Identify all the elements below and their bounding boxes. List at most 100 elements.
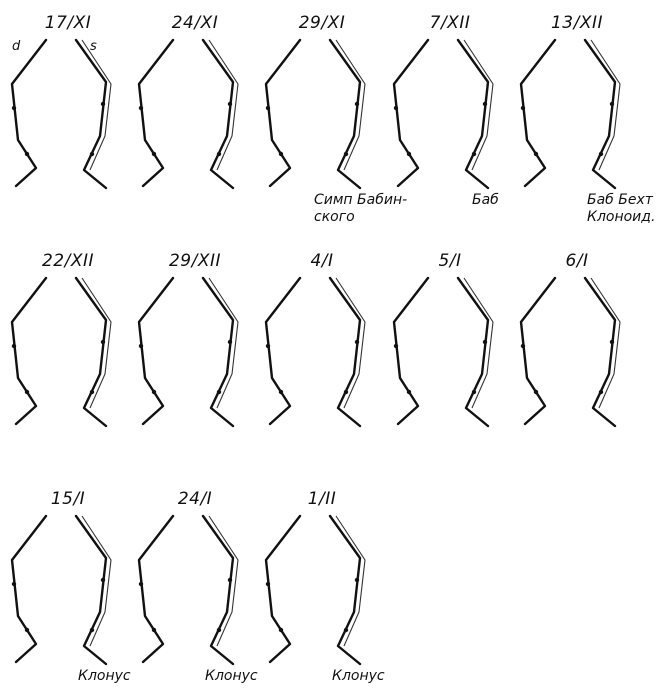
right-limb-line (330, 516, 360, 664)
right-limb-trace (336, 278, 365, 408)
left-limb-line (394, 278, 428, 424)
joint-dot (279, 390, 283, 394)
left-limb-line (266, 516, 300, 662)
panel-date: 22/XII (42, 251, 94, 271)
joint-dot (610, 340, 614, 344)
joint-dot (152, 390, 156, 394)
joint-dot (139, 106, 143, 110)
right-limb-trace (209, 40, 238, 170)
joint-dot (90, 152, 94, 156)
joint-dot (279, 628, 283, 632)
joint-dot (228, 102, 232, 106)
joint-dot (472, 152, 476, 156)
joint-dot (483, 102, 487, 106)
joint-dot (534, 152, 538, 156)
panel-date: 13/XII (551, 13, 603, 33)
panel-note: Клонус (78, 668, 131, 684)
panel-date: 6/I (565, 251, 588, 271)
joint-dot (521, 344, 525, 348)
right-limb-line (330, 278, 360, 426)
right-limb-line (458, 40, 488, 188)
panel-date: 7/XII (430, 13, 471, 33)
joint-dot (266, 106, 270, 110)
reflex-panel: 29/XII (139, 251, 238, 426)
right-limb-line (585, 40, 615, 188)
joint-dot (279, 152, 283, 156)
joint-dot (217, 628, 221, 632)
left-limb-line (521, 278, 555, 424)
reflex-panel: 4/I (266, 251, 365, 426)
right-limb-trace (464, 278, 493, 408)
joint-dot (101, 102, 105, 106)
joint-dot (521, 106, 525, 110)
joint-dot (355, 578, 359, 582)
joint-dot (25, 390, 29, 394)
panel-note: Баб (472, 192, 499, 208)
left-limb-line (139, 278, 173, 424)
joint-dot (394, 344, 398, 348)
right-limb-line (585, 278, 615, 426)
joint-dot (266, 344, 270, 348)
reflex-panel: 6/I (521, 251, 620, 426)
reflex-panel: 15/I Клонус (12, 489, 131, 684)
right-limb-line (203, 516, 233, 664)
left-limb-line (139, 40, 173, 186)
joint-dot (599, 390, 603, 394)
right-limb-trace (591, 278, 620, 408)
joint-dot (25, 152, 29, 156)
right-limb-trace (82, 278, 111, 408)
right-limb-line (76, 516, 106, 664)
panel-note: Клонус (332, 668, 385, 684)
panel-date: 17/XI (45, 13, 92, 33)
reflex-panel: 29/XIСимп Бабин-ского (266, 13, 407, 225)
joint-dot (90, 628, 94, 632)
right-limb-trace (209, 516, 238, 646)
right-limb-trace (336, 40, 365, 170)
joint-dot (394, 106, 398, 110)
left-limb-line (266, 40, 300, 186)
joint-dot (407, 390, 411, 394)
joint-dot (266, 582, 270, 586)
panel-date: 24/XI (172, 13, 219, 33)
right-limb-trace (336, 516, 365, 646)
left-limb-line (12, 40, 46, 186)
reflex-panel: 7/XII Баб (394, 13, 499, 208)
left-limb-line (394, 40, 428, 186)
panel-date: 29/XII (169, 251, 221, 271)
left-limb-line (266, 278, 300, 424)
joint-dot (101, 340, 105, 344)
panel-date: 24/I (178, 489, 212, 509)
joint-dot (12, 344, 16, 348)
right-limb-trace (209, 278, 238, 408)
panel-note: Баб Бехт (587, 192, 654, 208)
panel-note: Клонус (205, 668, 258, 684)
panel-date: 1/II (308, 489, 337, 509)
joint-dot (228, 578, 232, 582)
left-limb-line (139, 516, 173, 662)
joint-dot (407, 152, 411, 156)
panel-note: ского (314, 209, 355, 225)
reflex-panel: 1/II Клонус (266, 489, 385, 684)
joint-dot (344, 390, 348, 394)
joint-dot (139, 582, 143, 586)
panel-note: Клоноид. (587, 209, 655, 225)
panel-date: 15/I (51, 489, 85, 509)
joint-dot (534, 390, 538, 394)
panel-date: 5/I (438, 251, 461, 271)
joint-dot (355, 340, 359, 344)
reflex-panel: 24/I Клонус (139, 489, 258, 684)
joint-dot (228, 340, 232, 344)
reflex-panel: 5/I (394, 251, 493, 426)
right-limb-trace (591, 40, 620, 170)
joint-dot (483, 340, 487, 344)
reflex-panel: 22/XII (12, 251, 111, 426)
joint-dot (355, 102, 359, 106)
joint-dot (599, 152, 603, 156)
left-limb-line (12, 278, 46, 424)
left-limb-line (12, 516, 46, 662)
right-limb-line (203, 278, 233, 426)
panel-date: 4/I (310, 251, 333, 271)
joint-dot (25, 628, 29, 632)
right-limb-trace (464, 40, 493, 170)
